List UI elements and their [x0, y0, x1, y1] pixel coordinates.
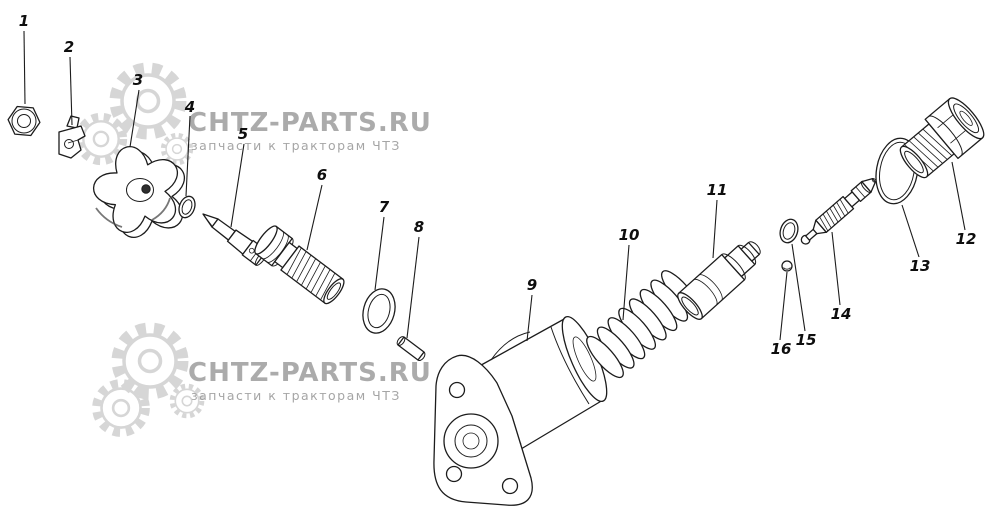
- part-14-adjusting-screw-drawing: [800, 178, 877, 245]
- part-label-1: 1: [19, 12, 29, 30]
- part-16-ball-drawing: [781, 260, 793, 272]
- part-8-pin-drawing: [396, 336, 426, 361]
- part-label-16: 16: [771, 340, 792, 358]
- leader-line-5: [230, 143, 245, 228]
- leader-line-13: [901, 204, 920, 258]
- part-3-hand-knob-drawing: [92, 146, 185, 238]
- part-5-valve-needle-drawing: [202, 213, 268, 266]
- part-label-10: 10: [619, 226, 640, 244]
- leader-line-2: [69, 56, 73, 126]
- part-1-hex-nut-drawing: [7, 105, 41, 137]
- watermark-title: CHTZ-PARTS.RU: [188, 108, 432, 138]
- part-12-end-plug-drawing: [899, 97, 985, 179]
- part-2-lock-plate-drawing: [58, 115, 86, 159]
- part-label-6: 6: [317, 166, 327, 184]
- part-label-2: 2: [64, 38, 74, 56]
- leader-line-12: [951, 161, 966, 231]
- part-9-valve-body-drawing: [433, 315, 608, 506]
- leader-line-11: [712, 199, 718, 259]
- part-7-o-ring-drawing: [362, 288, 396, 334]
- leader-line-8: [406, 236, 420, 339]
- leader-line-1: [23, 30, 26, 105]
- watermark-bottom: CHTZ-PARTS.RU запчасти к тракторам ЧТЗ: [96, 328, 432, 433]
- leader-line-16: [779, 271, 788, 341]
- leader-line-3: [129, 89, 140, 148]
- part-label-8: 8: [414, 218, 424, 236]
- watermark-title: CHTZ-PARTS.RU: [188, 358, 432, 388]
- watermark-subtitle: запчасти к тракторам ЧТЗ: [191, 388, 401, 403]
- watermark-subtitle: запчасти к тракторам ЧТЗ: [191, 138, 401, 153]
- leader-line-9: [526, 294, 533, 342]
- leader-line-7: [374, 216, 385, 291]
- part-10-spring-drawing: [586, 270, 699, 379]
- part-label-13: 13: [910, 257, 931, 275]
- part-label-5: 5: [238, 125, 248, 143]
- part-15-small-ring-drawing: [779, 218, 799, 244]
- part-label-7: 7: [379, 198, 390, 216]
- part-label-14: 14: [831, 305, 852, 323]
- leader-line-10: [622, 244, 630, 321]
- leader-line-14: [831, 231, 841, 306]
- part-label-12: 12: [956, 230, 977, 248]
- part-label-15: 15: [796, 331, 817, 349]
- part-11-plunger-sleeve-drawing: [677, 241, 761, 320]
- part-4-small-washer-drawing: [178, 195, 196, 219]
- part-label-9: 9: [527, 276, 537, 294]
- gear-icon: [96, 328, 202, 433]
- leader-line-4: [185, 115, 191, 197]
- part-6-threaded-bushing-drawing: [254, 225, 345, 305]
- part-labels: 1 2 3 4 5 6 7 8 9 10 11 12 13 14 15 16: [19, 12, 977, 358]
- leader-lines: [23, 30, 966, 342]
- part-label-3: 3: [133, 71, 143, 89]
- leader-line-15: [791, 243, 806, 332]
- part-label-4: 4: [184, 98, 195, 116]
- part-label-11: 11: [707, 181, 728, 199]
- leader-line-6: [306, 184, 323, 251]
